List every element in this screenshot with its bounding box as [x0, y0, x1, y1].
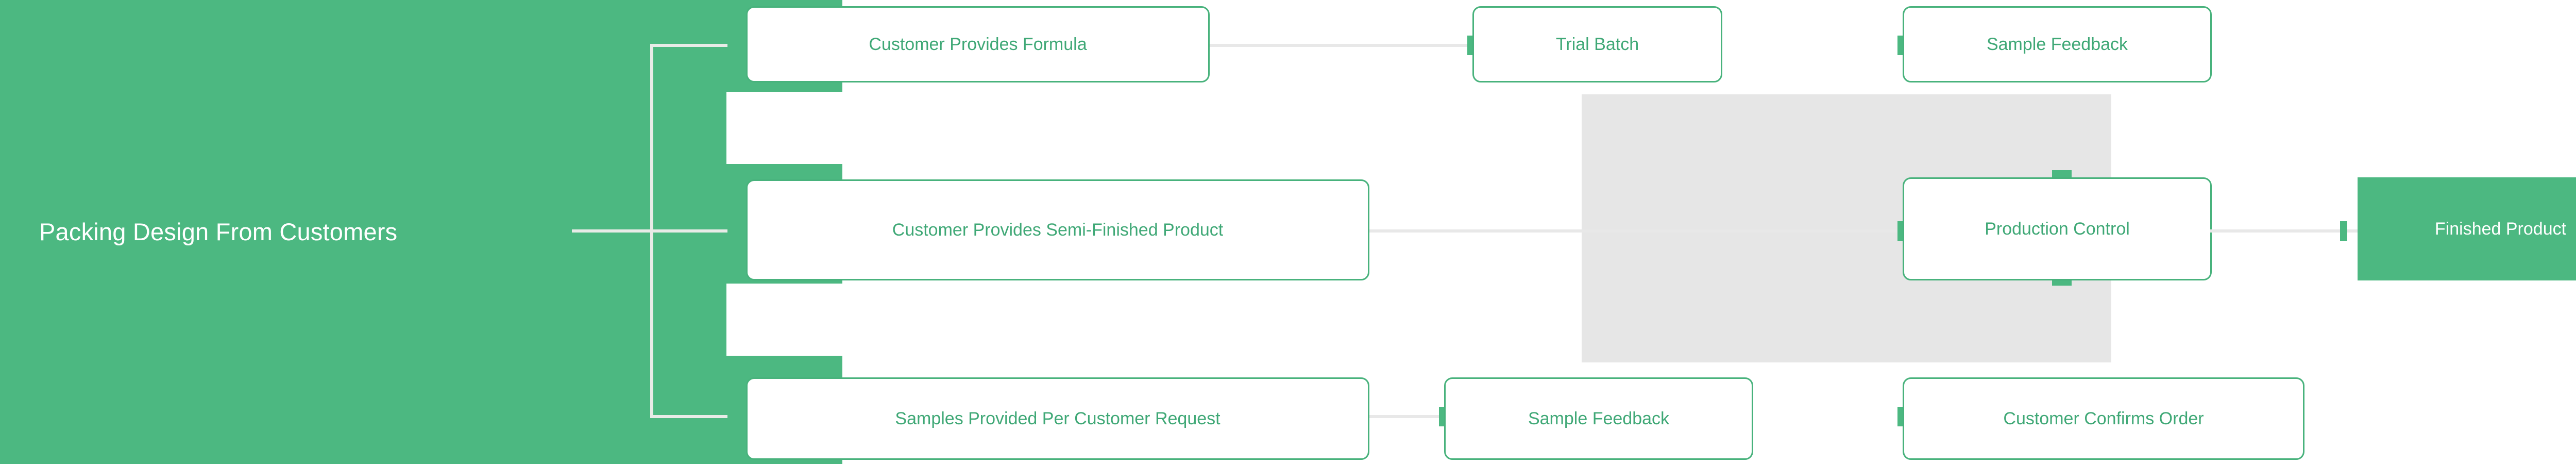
- port-finished-product-left: [2340, 221, 2347, 241]
- node-sample-feedback-top[interactable]: Sample Feedback: [1903, 6, 2212, 82]
- port-production-control-top: [2052, 170, 2072, 177]
- bracket-trunk: [572, 229, 653, 233]
- node-label: Customer Provides Formula: [869, 35, 1087, 54]
- node-customer-confirms-order[interactable]: Customer Confirms Order: [1903, 377, 2304, 460]
- node-label: Customer Provides Semi-Finished Product: [892, 220, 1224, 240]
- node-customer-provides-formula[interactable]: Customer Provides Formula: [746, 6, 1210, 82]
- node-label: Sample Feedback: [1986, 35, 2128, 54]
- node-label: Finished Product: [2434, 219, 2567, 239]
- bracket-arm-row3: [650, 415, 727, 418]
- node-label: Trial Batch: [1555, 35, 1639, 54]
- bracket-arm-row1: [650, 44, 727, 47]
- bracket-arm-row2: [650, 229, 727, 233]
- link-semifinished-to-production-control: [1368, 229, 1904, 233]
- node-production-control[interactable]: Production Control: [1903, 177, 2212, 280]
- node-label: Samples Provided Per Customer Request: [895, 409, 1221, 428]
- page-title: Packing Design From Customers: [39, 218, 398, 245]
- node-sample-feedback-bottom[interactable]: Sample Feedback: [1444, 377, 1753, 460]
- node-label: Customer Confirms Order: [2003, 409, 2204, 428]
- link-production-control-to-finished-product: [2210, 229, 2360, 233]
- node-label: Production Control: [1985, 219, 2130, 239]
- node-trial-batch[interactable]: Trial Batch: [1472, 6, 1722, 82]
- link-formula-to-trial-batch: [1208, 44, 1471, 47]
- link-samples-to-sample-feedback: [1368, 415, 1443, 418]
- node-customer-provides-semi-finished-product[interactable]: Customer Provides Semi-Finished Product: [746, 179, 1369, 280]
- node-finished-product[interactable]: Finished Product: [2358, 177, 2576, 280]
- node-samples-provided-per-customer-request[interactable]: Samples Provided Per Customer Request: [746, 377, 1369, 460]
- node-label: Sample Feedback: [1528, 409, 1670, 428]
